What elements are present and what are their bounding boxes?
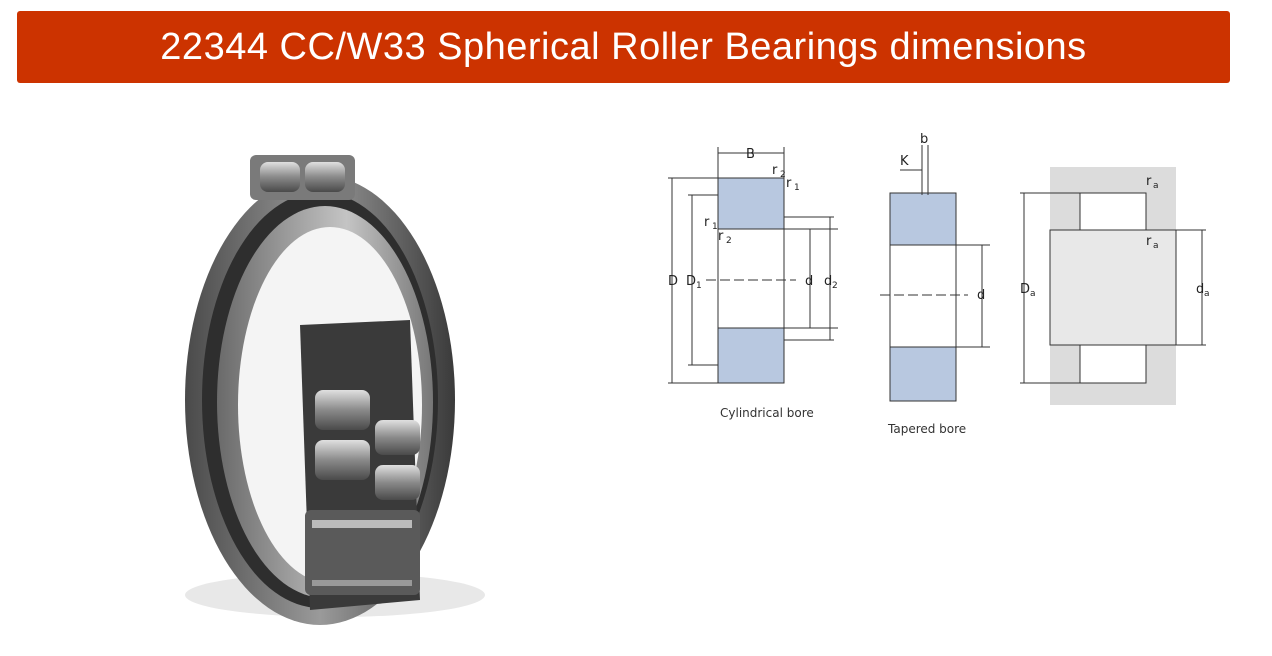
label-r1-left-sub: 1: [712, 222, 718, 232]
label-d2: d: [824, 274, 832, 289]
label-r2-left: r: [718, 229, 724, 244]
label-r2-top: r: [772, 163, 778, 178]
label-Da-sub: a: [1030, 289, 1036, 299]
label-r1-left: r: [704, 215, 710, 230]
label-da: d: [1196, 282, 1204, 297]
title-banner: 22344 CC/W33 Spherical Roller Bearings d…: [17, 11, 1230, 83]
caption-tapered: Tapered bore: [887, 422, 966, 436]
label-K: K: [900, 154, 909, 169]
caption-cylindrical: Cylindrical bore: [720, 406, 814, 420]
bearing-photo: [185, 155, 485, 625]
dimension-drawings: B r 2 r 1 r 1 r 2 D D 1 d d 2 b K d r a …: [668, 132, 1210, 436]
label-ra-top-sub: a: [1153, 181, 1159, 191]
label-D: D: [668, 274, 678, 289]
label-da-sub: a: [1204, 289, 1210, 299]
label-r1-top: r: [786, 176, 792, 191]
label-D1-sub: 1: [696, 281, 702, 291]
label-r2-top-sub: 2: [780, 170, 786, 180]
label-Da: D: [1020, 282, 1030, 297]
label-ra-mid: r: [1146, 234, 1152, 249]
label-B: B: [746, 147, 755, 162]
label-b: b: [920, 132, 928, 147]
page-title: 22344 CC/W33 Spherical Roller Bearings d…: [160, 25, 1087, 68]
label-d: d: [805, 274, 813, 289]
label-ra-top: r: [1146, 174, 1152, 189]
label-r2-left-sub: 2: [726, 236, 732, 246]
label-tapered-d: d: [977, 288, 985, 303]
label-r1-top-sub: 1: [794, 183, 800, 193]
label-d2-sub: 2: [832, 281, 838, 291]
label-ra-mid-sub: a: [1153, 241, 1159, 251]
label-D1: D: [686, 274, 696, 289]
